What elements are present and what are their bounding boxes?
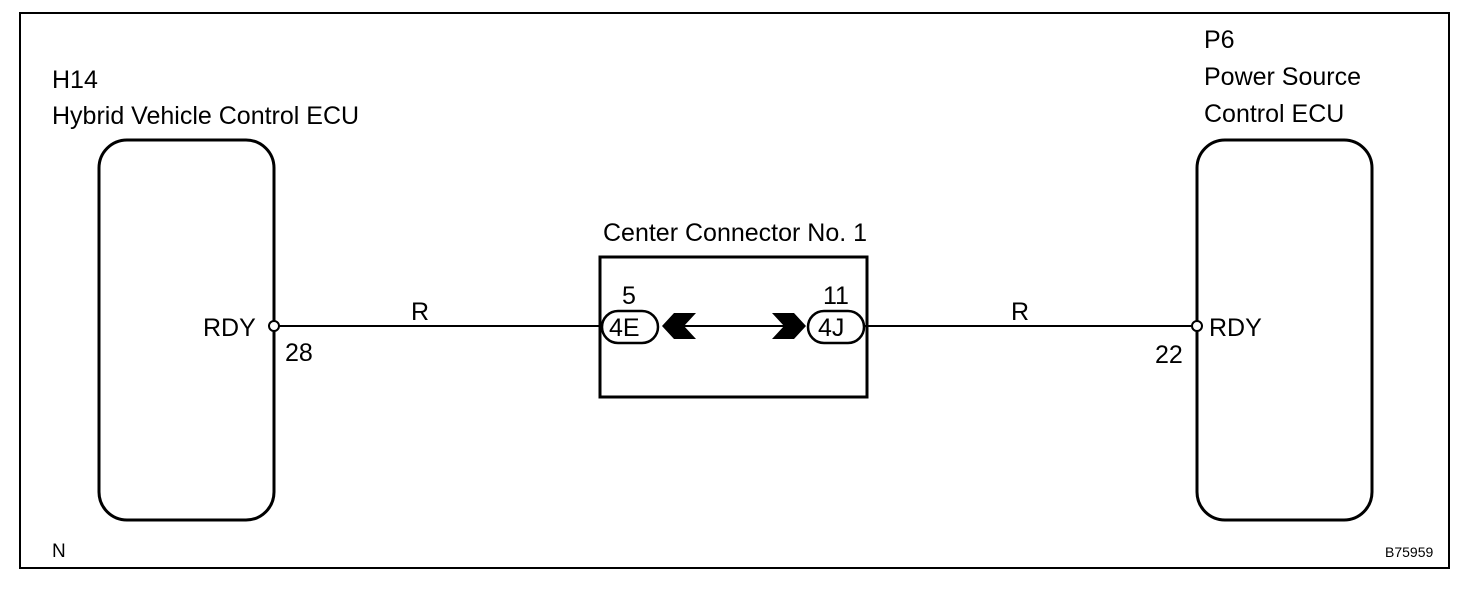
left-ecu-code: H14 <box>52 66 98 94</box>
center-connector: Center Connector No. 1 5 4E 11 4J <box>598 219 869 399</box>
center-connector-title: Center Connector No. 1 <box>603 219 867 247</box>
left-wire-color: R <box>411 298 429 326</box>
right-ecu: P6 Power Source Control ECU RDY 22 <box>1155 26 1374 522</box>
left-connector-arrow-icon <box>662 313 696 339</box>
figure-id: B75959 <box>1385 544 1433 560</box>
right-pin-number: 11 <box>823 282 849 310</box>
left-ecu-terminal-name: RDY <box>203 314 256 342</box>
left-connector-pill <box>600 309 660 345</box>
corner-label-left: N <box>52 541 66 562</box>
right-ecu-name-line2: Control ECU <box>1204 100 1344 128</box>
right-ecu-terminal-name: RDY <box>1209 314 1262 342</box>
left-ecu: H14 Hybrid Vehicle Control ECU RDY 28 <box>52 66 359 522</box>
left-pin-number: 5 <box>622 282 636 310</box>
diagram-frame <box>19 12 1450 569</box>
left-ecu-pin: 28 <box>285 339 313 367</box>
left-ecu-name: Hybrid Vehicle Control ECU <box>52 102 359 130</box>
left-ecu-terminal <box>268 320 280 332</box>
right-connector-label: 4J <box>818 314 844 342</box>
right-ecu-name-line1: Power Source <box>1204 63 1361 91</box>
right-wire-color: R <box>1011 298 1029 326</box>
right-ecu-terminal <box>1191 320 1203 332</box>
right-ecu-pin: 22 <box>1155 341 1183 369</box>
left-connector-label: 4E <box>609 314 640 342</box>
right-connector-arrow-icon <box>772 313 806 339</box>
right-ecu-code: P6 <box>1204 26 1235 54</box>
